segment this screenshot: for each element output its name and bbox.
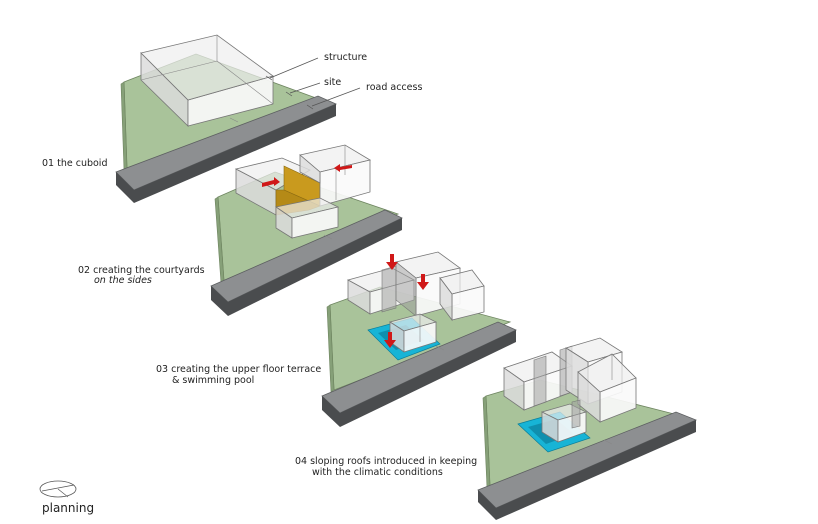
step-3-terrace-pool [321, 251, 517, 427]
footer-title: planning [42, 501, 95, 515]
label-road-access: road access [366, 82, 423, 93]
step-3-caption-sub: & swimming pool [172, 375, 255, 386]
step-3-caption: 03 creating the upper floor terrace [156, 364, 322, 375]
step-1-cuboid [115, 34, 361, 203]
step-2-caption: 02 creating the courtyards [78, 265, 205, 276]
step-4-caption-sub: with the climatic conditions [312, 467, 443, 478]
step-2-caption-sub: on the sides [94, 275, 152, 286]
step-4-caption: 04 sloping roofs introduced in keeping [295, 456, 478, 467]
label-site: site [324, 77, 342, 88]
step-1-caption: 01 the cuboid [42, 158, 108, 169]
step-2-courtyards [210, 144, 403, 316]
step-4-sloping-roofs [477, 337, 698, 520]
label-structure: structure [324, 52, 368, 63]
planning-icon [39, 480, 77, 498]
